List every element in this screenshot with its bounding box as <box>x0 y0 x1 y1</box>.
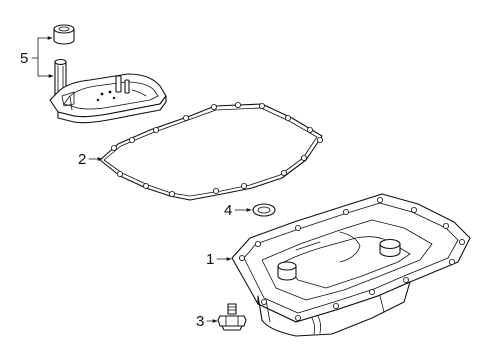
callout-number-2: 2 <box>78 151 86 168</box>
callout-4: 4 <box>224 202 252 219</box>
callout-5: 5 <box>20 36 54 78</box>
pan-gasket <box>99 102 323 201</box>
filter-seal <box>53 24 75 45</box>
callout-number-4: 4 <box>224 202 232 219</box>
callout-number-5: 5 <box>20 50 28 67</box>
gasket-bolt-holes <box>111 102 323 197</box>
callout-number-3: 3 <box>196 313 204 330</box>
callout-1: 1 <box>206 251 232 268</box>
callout-3: 3 <box>196 313 218 330</box>
callout-2: 2 <box>78 151 103 168</box>
callout-number-1: 1 <box>206 251 214 268</box>
drain-plug-seal-ring <box>252 203 276 217</box>
transmission-oil-pan <box>231 193 471 337</box>
pan-magnet-boss-2 <box>379 238 401 258</box>
pan-magnet-boss <box>277 261 297 281</box>
drain-plug <box>217 303 247 331</box>
pan-bolt-holes <box>238 196 465 321</box>
filter-assembly <box>49 24 167 124</box>
filter-body <box>49 73 167 124</box>
